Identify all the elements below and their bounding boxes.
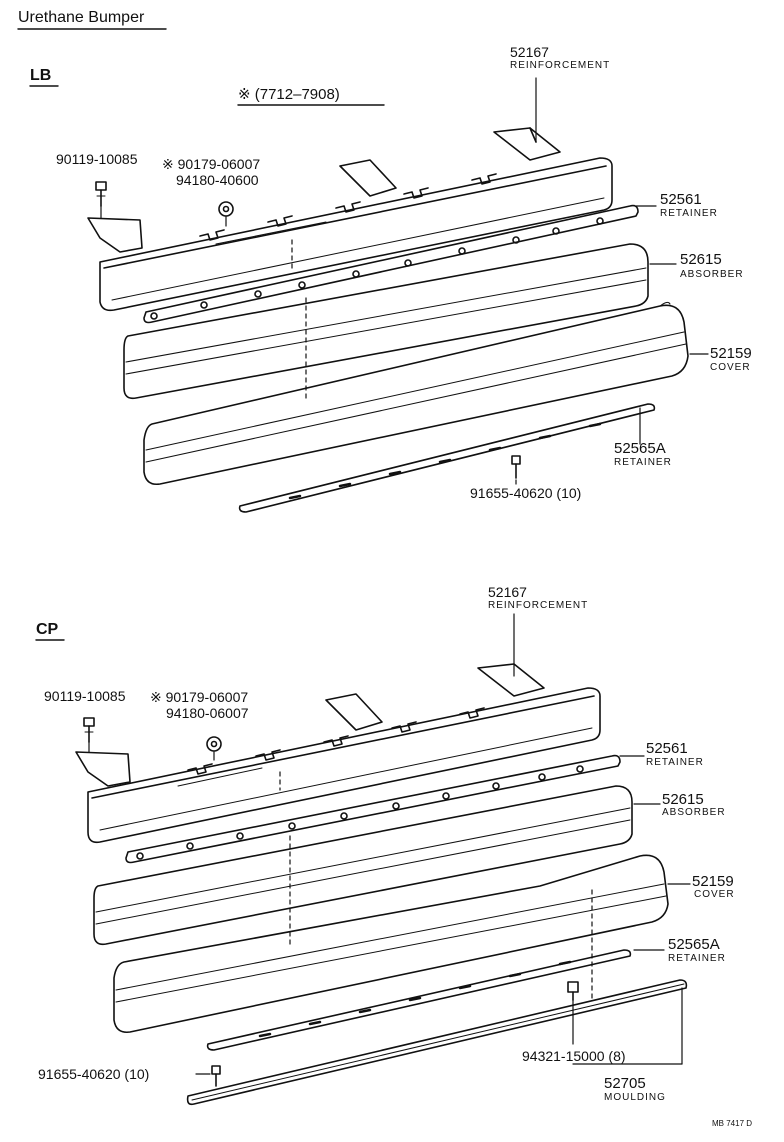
cp-retainer-upper-number: 52561 (646, 740, 688, 757)
cp-moulding-clip-part (567, 981, 579, 1001)
diagram-title: Urethane Bumper (18, 9, 145, 26)
lb-reinforcement-number: 52167 (510, 44, 549, 60)
lb-cover-part (143, 301, 689, 486)
cp-clip-part (211, 1065, 221, 1087)
cp-section-label: CP (36, 621, 59, 638)
lb-section-label: LB (30, 67, 52, 84)
lb-retainer-upper-part (143, 204, 639, 324)
cp-moulding-name: MOULDING (604, 1092, 666, 1103)
cp-bolt-number: 90119-10085 (44, 688, 126, 704)
cp-absorber-part (93, 785, 633, 946)
cp-absorber-name: ABSORBER (662, 807, 726, 818)
cp-cover-part (113, 854, 669, 1034)
cp-leader-lines (88, 613, 691, 1075)
lb-nut-number-a: ※ 90179-06007 (162, 156, 261, 172)
cp-moulding-clip-number: 94321-15000 (8) (522, 1048, 626, 1064)
lb-retainer-upper-name: RETAINER (660, 208, 718, 219)
lb-absorber-number: 52615 (680, 251, 722, 268)
lb-nut-number-b: 94180-40600 (176, 172, 259, 188)
lb-cover-number: 52159 (710, 345, 752, 362)
cp-retainer-upper-part (125, 754, 621, 864)
cp-retainer-lower-name: RETAINER (668, 953, 726, 964)
cp-moulding-part (186, 979, 688, 1106)
cp-cover-number: 52159 (692, 873, 734, 890)
cp-reinforcement-name: REINFORCEMENT (488, 600, 589, 611)
lb-cover-name: COVER (710, 362, 751, 373)
lb-absorber-part (123, 243, 649, 400)
cp-cover-name: COVER (694, 889, 735, 900)
lb-absorber-name: ABSORBER (680, 269, 744, 280)
lb-date-note: ※ (7712–7908) (238, 86, 340, 103)
cp-retainer-lower-part (206, 949, 632, 1051)
cp-bolt-part (83, 717, 95, 743)
lb-clip-part (511, 455, 521, 479)
lb-retainer-lower-part (238, 403, 656, 513)
cp-nut-part (206, 736, 222, 752)
lb-retainer-upper-number: 52561 (660, 191, 702, 208)
lb-leader-lines (100, 77, 709, 485)
lb-retainer-lower-name: RETAINER (614, 457, 672, 468)
cp-absorber-number: 52615 (662, 791, 704, 808)
cp-reinforcement-number: 52167 (488, 584, 527, 600)
lb-clip-number: 91655-40620 (10) (470, 485, 582, 501)
lb-retainer-lower-number: 52565A (614, 440, 666, 457)
cp-retainer-lower-number: 52565A (668, 936, 720, 953)
cp-nut-number-a: ※ 90179-06007 (150, 689, 249, 705)
lb-bolt-number: 90119-10085 (56, 151, 138, 167)
cp-reinforcement-part (75, 663, 601, 844)
lb-reinforcement-name: REINFORCEMENT (510, 60, 611, 71)
lb-nut-part (218, 201, 234, 217)
cp-nut-number-b: 94180-06007 (166, 705, 249, 721)
cp-clip-number: 91655-40620 (10) (38, 1066, 150, 1082)
cp-retainer-upper-name: RETAINER (646, 757, 704, 768)
lb-reinforcement-part (87, 127, 613, 312)
lb-bolt-part (95, 181, 107, 207)
footer-code: MB 7417 D (712, 1119, 753, 1128)
cp-moulding-number: 52705 (604, 1075, 646, 1092)
